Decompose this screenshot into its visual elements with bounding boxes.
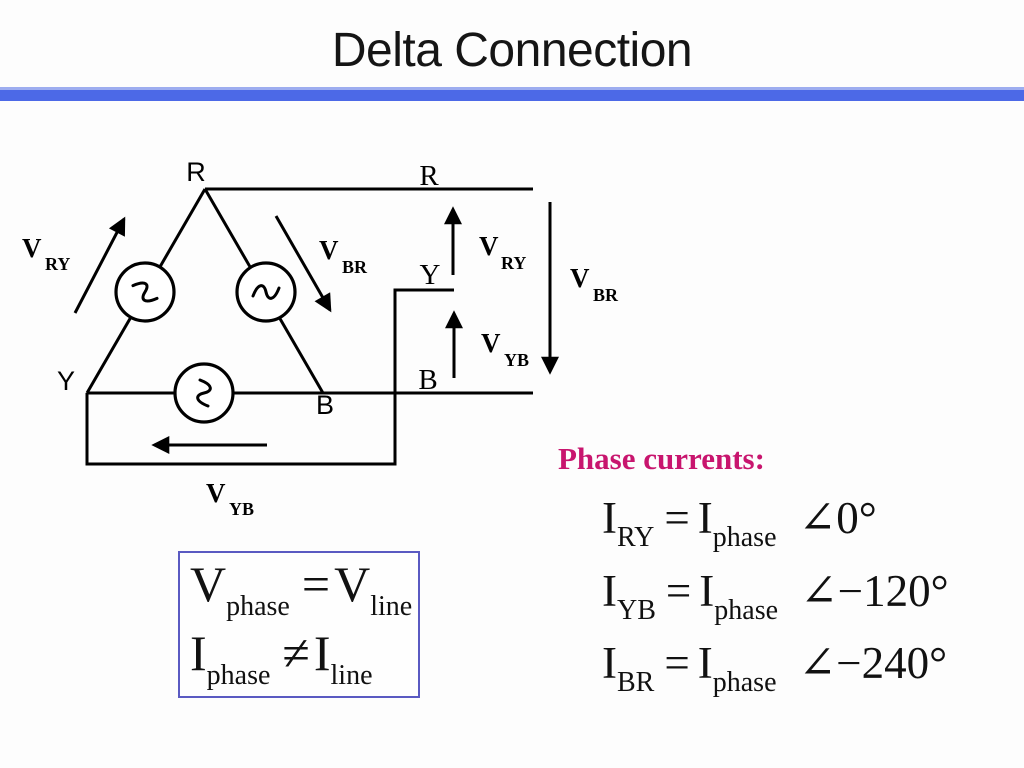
eq-lhs-sub: YB: [617, 595, 656, 626]
svg-text:BR: BR: [593, 285, 619, 305]
line-label-y: Y: [420, 259, 441, 291]
equation-i-br: IBR=Iphase∠−240°: [602, 641, 947, 697]
svg-text:V: V: [206, 478, 226, 508]
svg-text:V: V: [319, 235, 339, 265]
rel-lhs: I: [190, 624, 207, 681]
rel-rhs: V: [334, 556, 371, 613]
ac-source-icon: [235, 261, 297, 323]
phase-line-relations-box: Vphase=Vline Iphase≠Iline: [178, 551, 420, 698]
eq-rhs-sub: phase: [712, 522, 777, 553]
eq-op: =: [664, 493, 690, 543]
eq-angle: ∠0°: [798, 493, 877, 543]
relation-current: Iphase≠Iline: [190, 628, 418, 690]
phase-currents-heading: Phase currents:: [558, 441, 765, 476]
page-title: Delta Connection: [331, 24, 693, 77]
ac-source-icon: [114, 261, 176, 323]
svg-text:RY: RY: [45, 254, 70, 274]
line-label-r: R: [419, 160, 439, 192]
v-ry-direction-arrow-icon: [73, 216, 126, 314]
eq-op: =: [665, 566, 692, 616]
rel-op: =: [301, 556, 331, 613]
eq-rhs: I: [697, 638, 713, 688]
v-br-direction-arrow-icon: [274, 215, 332, 313]
eq-lhs: I: [602, 566, 617, 616]
svg-text:V: V: [22, 233, 42, 263]
voltage-label-v-br-line: V BR: [570, 263, 619, 305]
svg-text:YB: YB: [504, 350, 529, 370]
equation-i-yb: IYB=Iphase∠−120°: [602, 569, 949, 625]
rel-lhs: V: [190, 556, 227, 613]
corner-label-r: R: [186, 157, 206, 187]
svg-text:RY: RY: [501, 253, 526, 273]
svg-text:BR: BR: [342, 257, 368, 277]
eq-lhs-sub: RY: [617, 522, 655, 553]
rel-lhs-sub: phase: [206, 659, 271, 691]
eq-lhs: I: [602, 493, 617, 543]
eq-lhs-sub: BR: [617, 667, 655, 698]
relation-voltage: Vphase=Vline: [190, 559, 418, 621]
svg-text:YB: YB: [229, 499, 254, 519]
line-label-b: B: [418, 364, 437, 396]
eq-lhs: I: [602, 638, 617, 688]
rel-rhs-sub: line: [330, 659, 373, 691]
eq-op: =: [664, 638, 690, 688]
voltage-label-v-br-top: V BR: [319, 235, 368, 277]
voltage-label-v-ry-left: V RY: [22, 233, 70, 274]
svg-text:V: V: [570, 263, 590, 293]
eq-rhs: I: [699, 566, 715, 616]
svg-text:V: V: [479, 231, 499, 261]
ac-source-icon: [173, 362, 235, 424]
rel-rhs-sub: line: [370, 591, 413, 623]
eq-angle: ∠−240°: [798, 638, 948, 688]
voltage-label-v-yb-line: V YB: [481, 328, 529, 370]
eq-rhs: I: [697, 493, 713, 543]
corner-label-y: Y: [57, 366, 75, 396]
rel-lhs-sub: phase: [226, 591, 290, 623]
line-wire-y-loop: [85, 288, 454, 466]
eq-rhs-sub: phase: [714, 595, 779, 626]
title-divider: [0, 87, 1024, 101]
rel-op: ≠: [282, 624, 310, 681]
rel-rhs: I: [313, 624, 331, 681]
svg-text:V: V: [481, 328, 501, 358]
eq-rhs-sub: phase: [712, 667, 777, 698]
eq-angle: ∠−120°: [800, 566, 949, 616]
corner-label-b: B: [316, 390, 334, 420]
equation-i-ry: IRY=Iphase∠0°: [602, 496, 877, 552]
voltage-label-v-ry-line: V RY: [479, 231, 526, 273]
voltage-label-v-yb-bottom: V YB: [206, 478, 254, 519]
